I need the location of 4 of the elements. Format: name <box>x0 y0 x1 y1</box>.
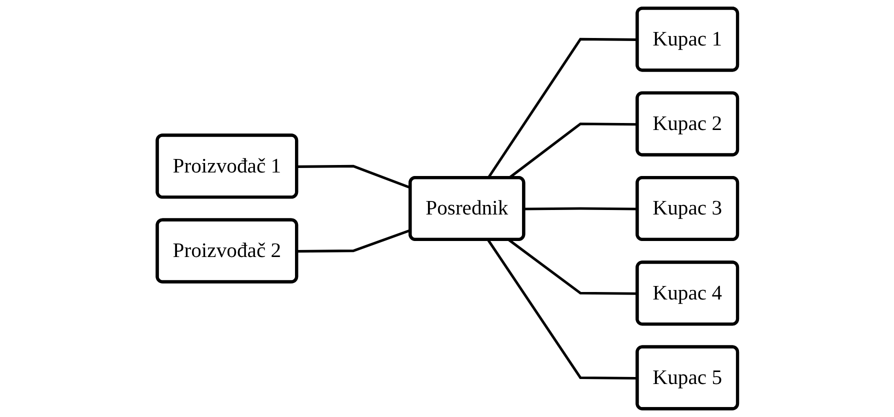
connector <box>508 238 638 295</box>
connector <box>296 228 411 253</box>
connector <box>524 207 638 210</box>
connector <box>486 239 638 380</box>
